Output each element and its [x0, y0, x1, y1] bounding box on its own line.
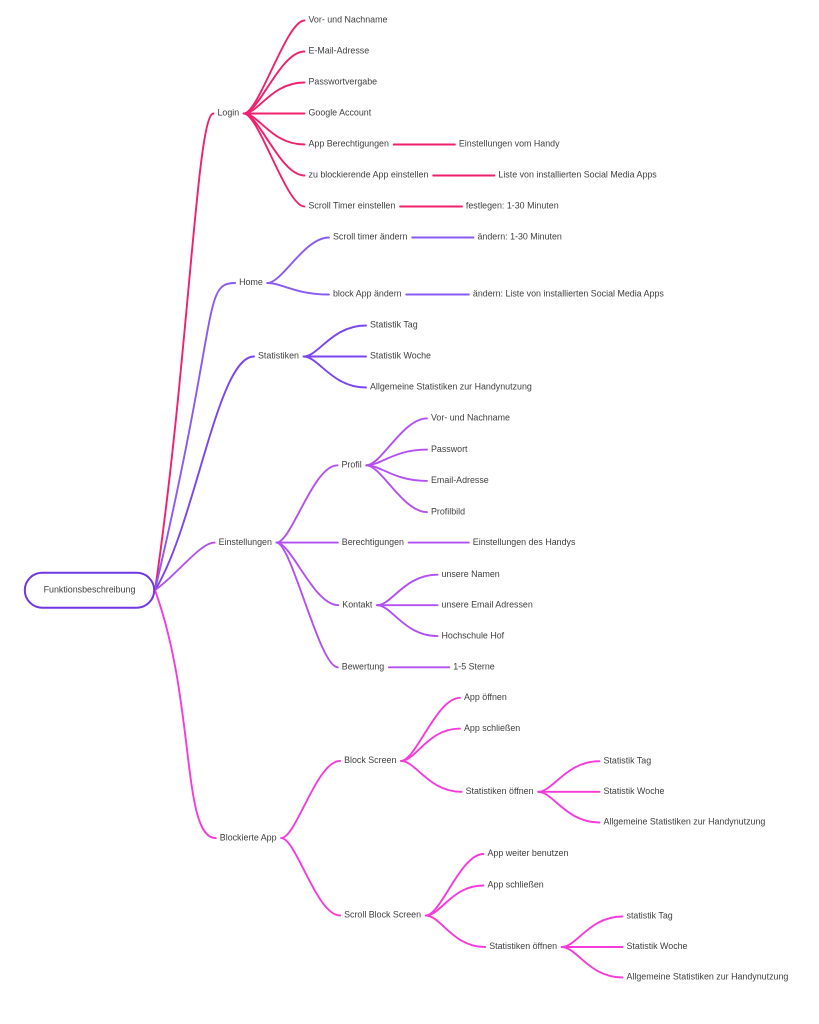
svg-text:Vor- und Nachname: Vor- und Nachname — [309, 15, 388, 25]
svg-text:Allgemeine Statistiken zur Han: Allgemeine Statistiken zur Handynutzung — [370, 382, 532, 392]
svg-text:Statistik Woche: Statistik Woche — [604, 786, 665, 796]
svg-text:ändern: 1-30 Minuten: ändern: 1-30 Minuten — [478, 232, 562, 242]
svg-text:Google Account: Google Account — [309, 108, 372, 118]
svg-text:Hochschule Hof: Hochschule Hof — [442, 630, 505, 640]
svg-text:unsere Namen: unsere Namen — [442, 569, 500, 579]
svg-text:Einstellungen des Handys: Einstellungen des Handys — [473, 537, 576, 547]
svg-text:App öffnen: App öffnen — [464, 692, 507, 702]
svg-text:Funktionsbeschreibung: Funktionsbeschreibung — [44, 584, 136, 594]
svg-text:Scroll Timer einstellen: Scroll Timer einstellen — [309, 201, 396, 211]
svg-text:Statistik Woche: Statistik Woche — [627, 941, 688, 951]
svg-text:Scroll Block Screen: Scroll Block Screen — [344, 910, 421, 920]
svg-text:App Berechtigungen: App Berechtigungen — [309, 139, 389, 149]
svg-text:Liste von installierten Social: Liste von installierten Social Media App… — [498, 170, 657, 180]
svg-text:statistik Tag: statistik Tag — [627, 911, 673, 921]
svg-text:Statistiken öffnen: Statistiken öffnen — [489, 941, 557, 951]
svg-text:Login: Login — [218, 108, 240, 118]
svg-text:1-5 Sterne: 1-5 Sterne — [453, 662, 495, 672]
svg-text:App schließen: App schließen — [464, 723, 520, 733]
svg-text:Statistiken: Statistiken — [258, 351, 299, 361]
svg-text:Profil: Profil — [342, 460, 362, 470]
svg-text:Allgemeine Statistiken zur Han: Allgemeine Statistiken zur Handynutzung — [627, 972, 789, 982]
svg-text:Allgemeine Statistiken zur Han: Allgemeine Statistiken zur Handynutzung — [604, 817, 766, 827]
svg-text:Profilbild: Profilbild — [431, 506, 465, 516]
svg-text:Berechtigungen: Berechtigungen — [342, 537, 404, 547]
svg-text:unsere Email Adressen: unsere Email Adressen — [442, 600, 533, 610]
svg-text:Vor- und Nachname: Vor- und Nachname — [431, 413, 510, 423]
svg-text:Einstellungen vom Handy: Einstellungen vom Handy — [459, 139, 560, 149]
svg-text:App weiter benutzen: App weiter benutzen — [488, 848, 569, 858]
svg-text:Email-Adresse: Email-Adresse — [431, 475, 489, 485]
svg-text:block App ändern: block App ändern — [333, 289, 402, 299]
svg-text:Statistik Tag: Statistik Tag — [370, 320, 418, 330]
svg-text:Statistik Woche: Statistik Woche — [370, 351, 431, 361]
svg-text:Scroll timer ändern: Scroll timer ändern — [333, 232, 408, 242]
svg-text:festlegen: 1-30 Minuten: festlegen: 1-30 Minuten — [466, 201, 559, 211]
svg-text:Bewertung: Bewertung — [342, 662, 384, 672]
svg-text:Blockierte App: Blockierte App — [220, 832, 277, 842]
svg-text:Statistik Tag: Statistik Tag — [604, 755, 652, 765]
svg-text:Home: Home — [239, 277, 263, 287]
svg-text:Einstellungen: Einstellungen — [219, 537, 272, 547]
svg-text:Passwort: Passwort — [431, 444, 468, 454]
svg-text:Kontakt: Kontakt — [342, 599, 373, 609]
svg-text:zu blockierende App einstellen: zu blockierende App einstellen — [309, 170, 429, 180]
svg-text:Block Screen: Block Screen — [344, 755, 396, 765]
svg-text:App schließen: App schließen — [488, 880, 544, 890]
svg-text:Statistiken öffnen: Statistiken öffnen — [466, 786, 534, 796]
svg-text:ändern: Liste von installierte: ändern: Liste von installierten Social M… — [473, 289, 664, 299]
svg-text:E-Mail-Adresse: E-Mail-Adresse — [309, 46, 370, 56]
svg-text:Passwortvergabe: Passwortvergabe — [309, 77, 378, 87]
